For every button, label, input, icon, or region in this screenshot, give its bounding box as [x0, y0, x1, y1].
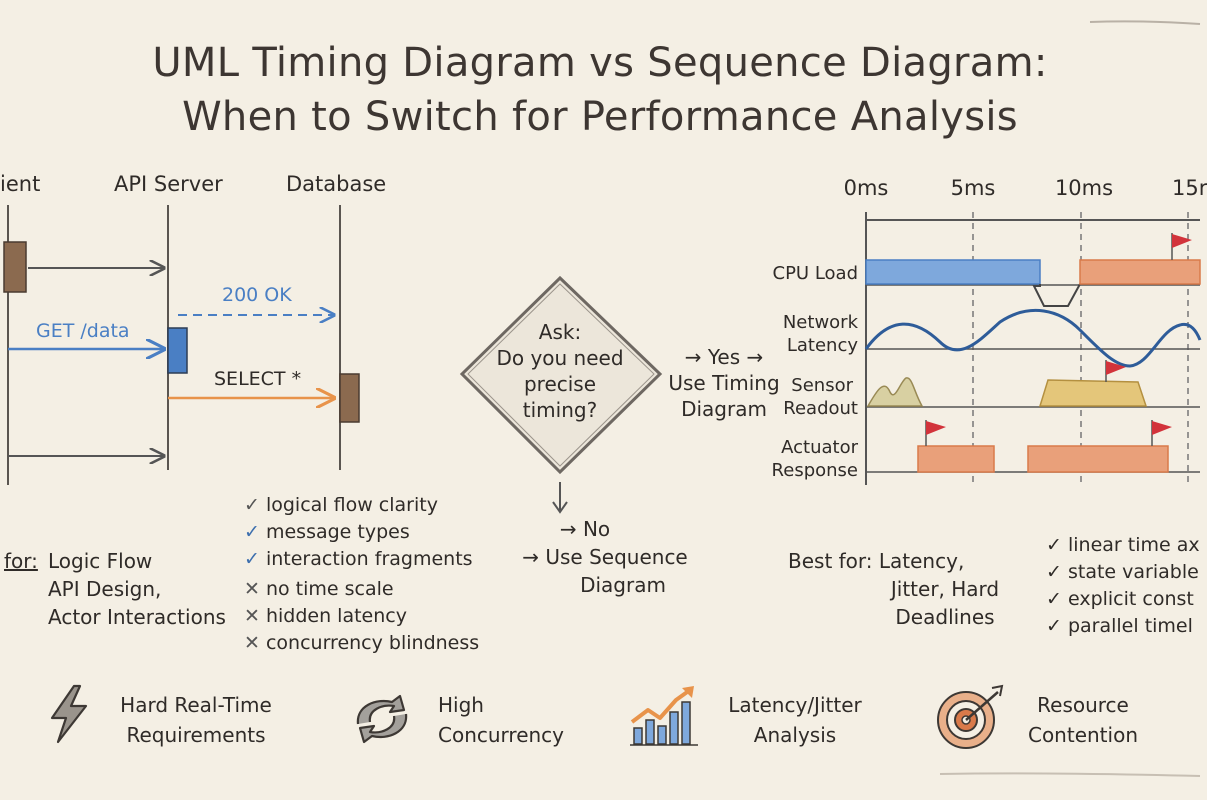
trait-text: logical flow clarity: [265, 494, 438, 516]
decision-no-target-2: Diagram: [580, 573, 666, 597]
check-icon: ✓: [244, 494, 260, 516]
network-latency-wave: [864, 308, 1202, 368]
page-title-line1: UML Timing Diagram vs Sequence Diagram:: [152, 40, 1048, 86]
decision-yes-target-1: Use Timing: [668, 371, 780, 395]
message-label-get-data: GET /data: [36, 320, 130, 342]
bottom-label-realtime-1: Hard Real-Time: [120, 693, 272, 717]
decision-no-target-1: → Use Sequence: [522, 545, 688, 569]
bottom-label-contention-1: Resource: [1037, 693, 1129, 717]
trait-text: message types: [265, 521, 410, 543]
trait-text: concurrency blindness: [265, 632, 480, 654]
activation-database: [339, 373, 360, 423]
decision-yes-target-2: Diagram: [681, 397, 767, 421]
check-icon: ✓: [244, 521, 260, 543]
target-icon: [937, 684, 1004, 749]
decision-yes-label: → Yes →: [684, 345, 764, 369]
decision-question-4: timing?: [522, 398, 598, 422]
decision-no-label: → No: [559, 517, 611, 541]
tick-label-15ms: 15r: [1172, 176, 1207, 200]
bottom-label-latency-1: Latency/Jitter: [728, 693, 862, 717]
sequence-best-item-2: API Design,: [48, 577, 162, 601]
trait-text: state variable: [1067, 561, 1199, 583]
corner-stroke: [939, 772, 1201, 777]
check-icon: ✓: [1046, 588, 1062, 610]
sequence-best-item-3: Actor Interactions: [48, 605, 226, 629]
actor-client: ient: [0, 172, 41, 196]
cpu-load-high-segment: [865, 259, 1041, 285]
bottom-label-contention-2: Contention: [1027, 723, 1138, 747]
sequence-diagram: [3, 205, 360, 485]
sensor-readout-plateau: [1038, 379, 1148, 407]
trait-item: ✓ explicit const: [1046, 588, 1194, 610]
growth-chart-icon: [630, 686, 698, 746]
lightning-icon: [50, 684, 88, 744]
decision-question-2: Do you need: [496, 346, 624, 370]
cpu-load-high-segment-2: [1079, 259, 1201, 285]
trait-text: linear time ax: [1067, 534, 1200, 556]
row-label-sensor-2: Readout: [783, 398, 858, 419]
check-icon: ✓: [1046, 534, 1062, 556]
sensor-readout-bump: [866, 377, 924, 407]
trait-text: no time scale: [265, 578, 394, 600]
decision-question-3: precise: [523, 372, 597, 396]
timing-diagram: [864, 212, 1202, 485]
trait-text: hidden latency: [265, 605, 407, 627]
deadline-flag: [1152, 421, 1172, 435]
message-label-select: SELECT *: [214, 368, 302, 390]
trait-item: ✓ logical flow clarity: [244, 494, 438, 516]
trait-item: ✕ no time scale: [244, 578, 394, 600]
actuator-response-segment-2: [1027, 445, 1169, 473]
row-label-cpu-load: CPU Load: [772, 263, 859, 284]
sequence-best-item-1: Logic Flow: [48, 549, 153, 573]
sequence-best-for-label: for:: [4, 549, 38, 573]
tick-label-0ms: 0ms: [843, 176, 889, 200]
page-title-line2: When to Switch for Performance Analysis: [182, 94, 1018, 140]
corner-stroke: [1089, 20, 1201, 25]
tick-label-5ms: 5ms: [950, 176, 996, 200]
trait-item: ✓ state variable: [1046, 561, 1199, 583]
check-icon: ✓: [244, 548, 260, 570]
actuator-response-segment: [917, 445, 995, 473]
row-label-actuator-2: Response: [771, 460, 858, 481]
row-label-actuator-1: Actuator: [781, 437, 858, 458]
row-label-sensor-1: Sensor: [791, 375, 853, 396]
trait-text: explicit const: [1067, 588, 1194, 610]
trait-item: ✓ message types: [244, 521, 410, 543]
trait-text: parallel timel: [1067, 615, 1193, 637]
actor-database: Database: [286, 172, 387, 196]
cpu-load-dip: [1032, 283, 1081, 307]
deadline-flag: [1172, 234, 1192, 248]
timing-best-for-label: Best for: Latency,: [788, 549, 965, 573]
trait-item: ✕ hidden latency: [244, 605, 407, 627]
cycle-arrows-icon: [356, 694, 408, 744]
bottom-label-concurrency-2: Concurrency: [438, 723, 565, 747]
check-icon: ✓: [1046, 615, 1062, 637]
trait-item: ✓ interaction fragments: [244, 548, 473, 570]
trait-item: ✕ concurrency blindness: [244, 632, 479, 654]
tick-label-10ms: 10ms: [1054, 176, 1114, 200]
bottom-label-latency-2: Analysis: [753, 723, 837, 747]
bottom-label-realtime-2: Requirements: [126, 723, 266, 747]
activation-client: [3, 241, 27, 293]
message-label-200-ok: 200 OK: [222, 284, 292, 306]
actor-api-server: API Server: [114, 172, 223, 196]
timing-best-item-1: Jitter, Hard: [890, 577, 1000, 601]
activation-api-server: [167, 327, 188, 374]
cross-icon: ✕: [244, 578, 260, 600]
row-label-network-1: Network: [782, 312, 858, 333]
cross-icon: ✕: [244, 632, 260, 654]
trait-item: ✓ linear time ax: [1046, 534, 1200, 556]
timing-best-item-2: Deadlines: [895, 605, 995, 629]
trait-item: ✓ parallel timel: [1046, 615, 1193, 637]
row-label-network-2: Latency: [786, 335, 858, 356]
check-icon: ✓: [1046, 561, 1062, 583]
cross-icon: ✕: [244, 605, 260, 627]
deadline-flag: [926, 421, 946, 435]
decision-question-1: Ask:: [538, 320, 582, 344]
deadline-flag: [1106, 361, 1126, 375]
bottom-label-concurrency-1: High: [438, 693, 484, 717]
trait-text: interaction fragments: [265, 548, 473, 570]
decision-diamond: [459, 275, 663, 514]
